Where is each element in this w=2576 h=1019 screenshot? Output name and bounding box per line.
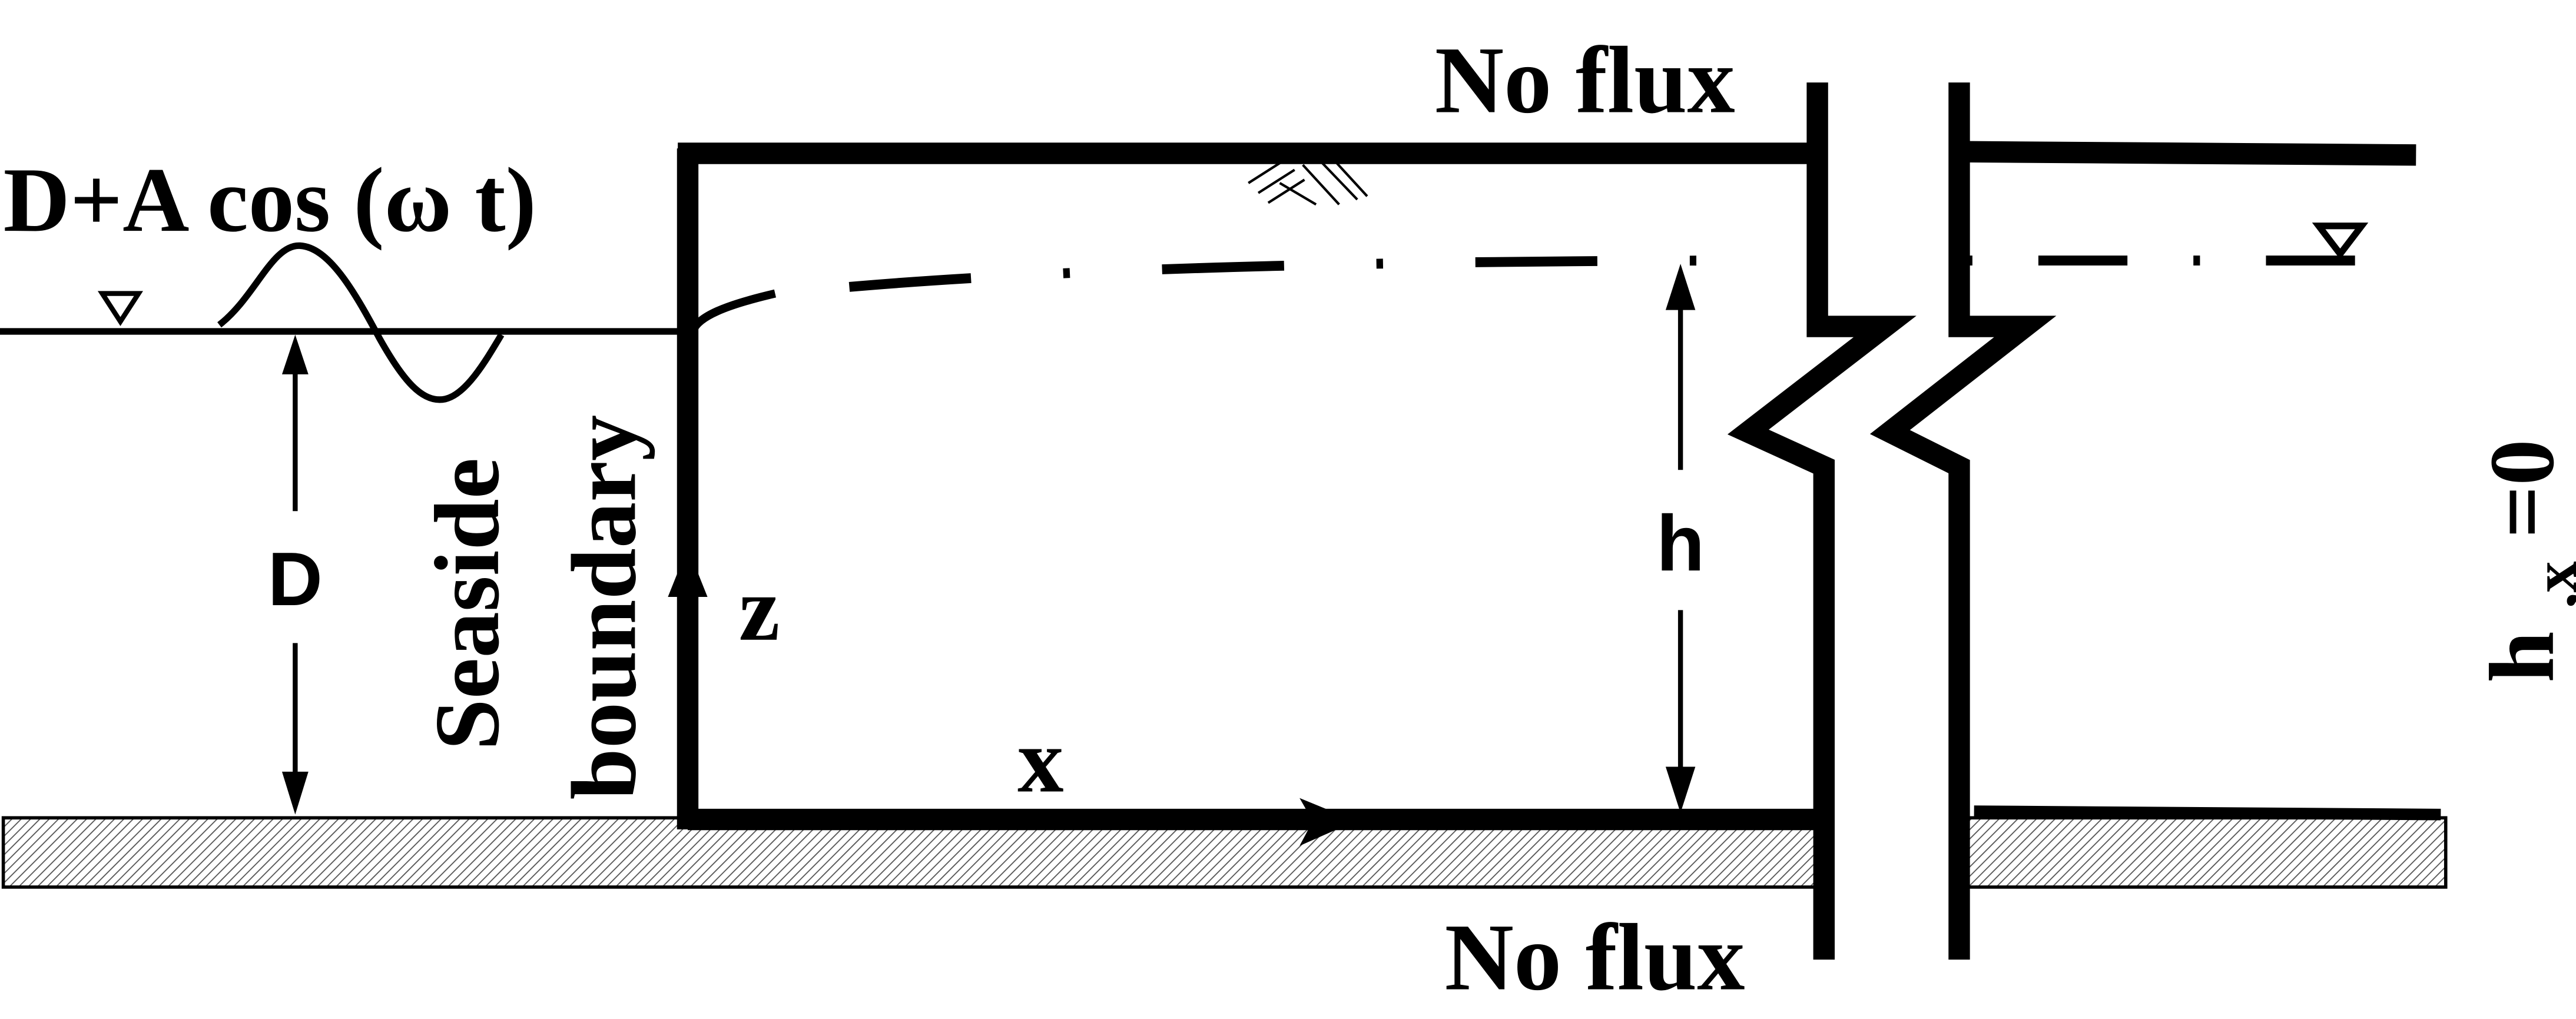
tide-wave (217, 242, 505, 403)
landward-boundary-condition: h ,x =0 (2471, 439, 2576, 682)
far-aquifer-bottom-line (1974, 805, 2441, 821)
water-table-dashdot (848, 255, 1765, 292)
condition-subscript: ,x (2521, 561, 2576, 608)
seaside-label-line2: boundary (552, 415, 655, 800)
bottom-boundary-label: No flux (1445, 905, 1745, 1011)
seaside-label-line1: Seaside (416, 458, 518, 751)
z-axis-arrowhead (668, 547, 708, 597)
condition-rhs: =0 (2471, 439, 2573, 538)
z-axis-label: z (739, 557, 780, 660)
water-table-curve (688, 289, 777, 333)
head-label: h (1656, 499, 1705, 587)
x-axis-label: x (1017, 709, 1063, 811)
far-aquifer-top-line (1962, 141, 2416, 166)
break-line-right (1869, 82, 2057, 960)
depth-dimension-arrow (281, 334, 309, 815)
break-line-left (1727, 82, 1917, 960)
seaside-boundary-label: Seaside boundary (416, 415, 655, 800)
aquifer-base-right (1964, 816, 2448, 889)
condition-base: h (2471, 631, 2573, 682)
x-axis-arrowhead (1299, 798, 1356, 846)
sea-level-marker (97, 291, 143, 326)
head-dimension-arrow (1665, 264, 1696, 813)
top-boundary-label: No flux (1435, 27, 1735, 133)
depth-label: D (268, 537, 323, 622)
ground-surface-hatch (1248, 155, 1368, 206)
water-table-marker (2312, 223, 2369, 260)
sea-level-label: D+A cos (ω t) (4, 148, 536, 251)
